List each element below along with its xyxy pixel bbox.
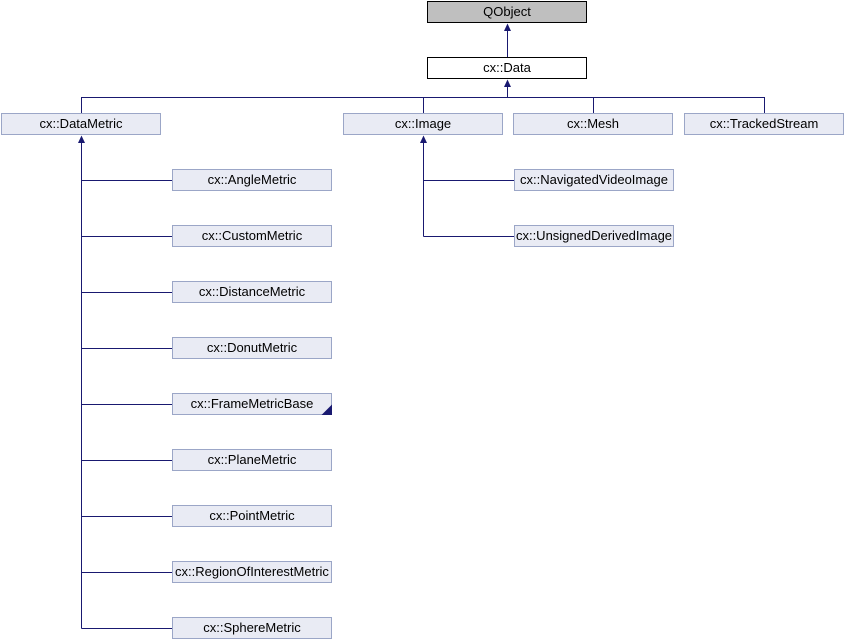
class-node-cx-custommetric[interactable]: cx::CustomMetric [172,225,332,247]
class-node-cx-pointmetric[interactable]: cx::PointMetric [172,505,332,527]
arrowhead-datametric [78,135,85,143]
class-node-cx-spheremetric[interactable]: cx::SphereMetric [172,617,332,639]
class-node-qobject: QObject [427,1,587,23]
class-node-cx-framemetricbase[interactable]: cx::FrameMetricBase [172,393,332,415]
class-node-cx-datametric[interactable]: cx::DataMetric [1,113,161,135]
edge-bus-row2 [81,97,765,113]
class-node-cx-trackedstream[interactable]: cx::TrackedStream [684,113,844,135]
class-node-cx-navigatedvideoimage[interactable]: cx::NavigatedVideoImage [514,169,674,191]
class-node-cx-data: cx::Data [427,57,587,79]
class-node-cx-distancemetric[interactable]: cx::DistanceMetric [172,281,332,303]
class-node-cx-mesh[interactable]: cx::Mesh [513,113,673,135]
class-node-cx-anglemetric[interactable]: cx::AngleMetric [172,169,332,191]
class-node-cx-donutmetric[interactable]: cx::DonutMetric [172,337,332,359]
class-node-cx-planemetric[interactable]: cx::PlaneMetric [172,449,332,471]
class-node-cx-unsignedderivedimage[interactable]: cx::UnsignedDerivedImage [514,225,674,247]
class-node-cx-image[interactable]: cx::Image [343,113,503,135]
arrowhead-data [504,79,511,87]
arrowhead-image [420,135,427,143]
arrowhead-qobject [504,23,511,31]
class-node-cx-regionofinterestmetric[interactable]: cx::RegionOfInterestMetric [172,561,332,583]
